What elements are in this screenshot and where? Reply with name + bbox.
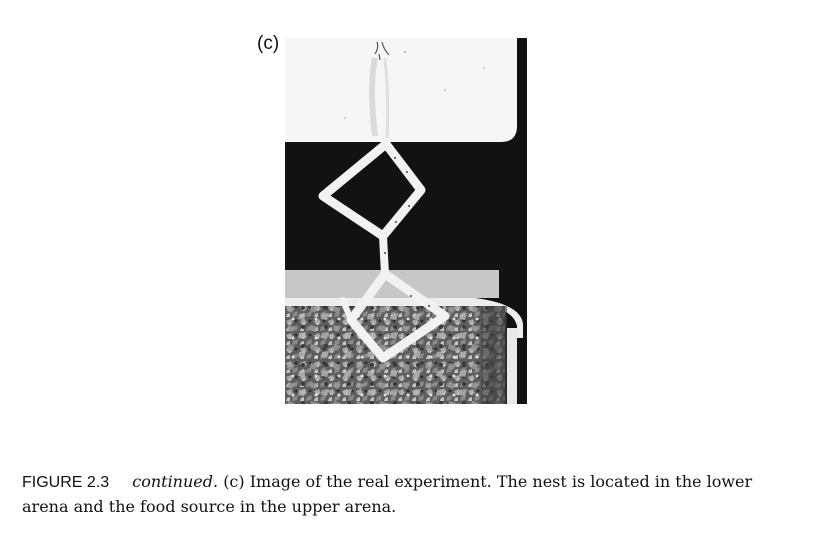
figure-caption: FIGURE 2.3 continued. (c) Image of the r…	[22, 470, 802, 519]
panel-label: (c)	[257, 33, 280, 54]
bridge-structure	[318, 139, 450, 363]
experiment-photo	[285, 38, 527, 404]
figure-label: FIGURE 2.3	[22, 474, 110, 491]
upper-arena	[285, 38, 517, 142]
caption-text: (c) Image of the real experiment. The ne…	[22, 472, 753, 516]
caption-continued: continued.	[132, 472, 219, 491]
